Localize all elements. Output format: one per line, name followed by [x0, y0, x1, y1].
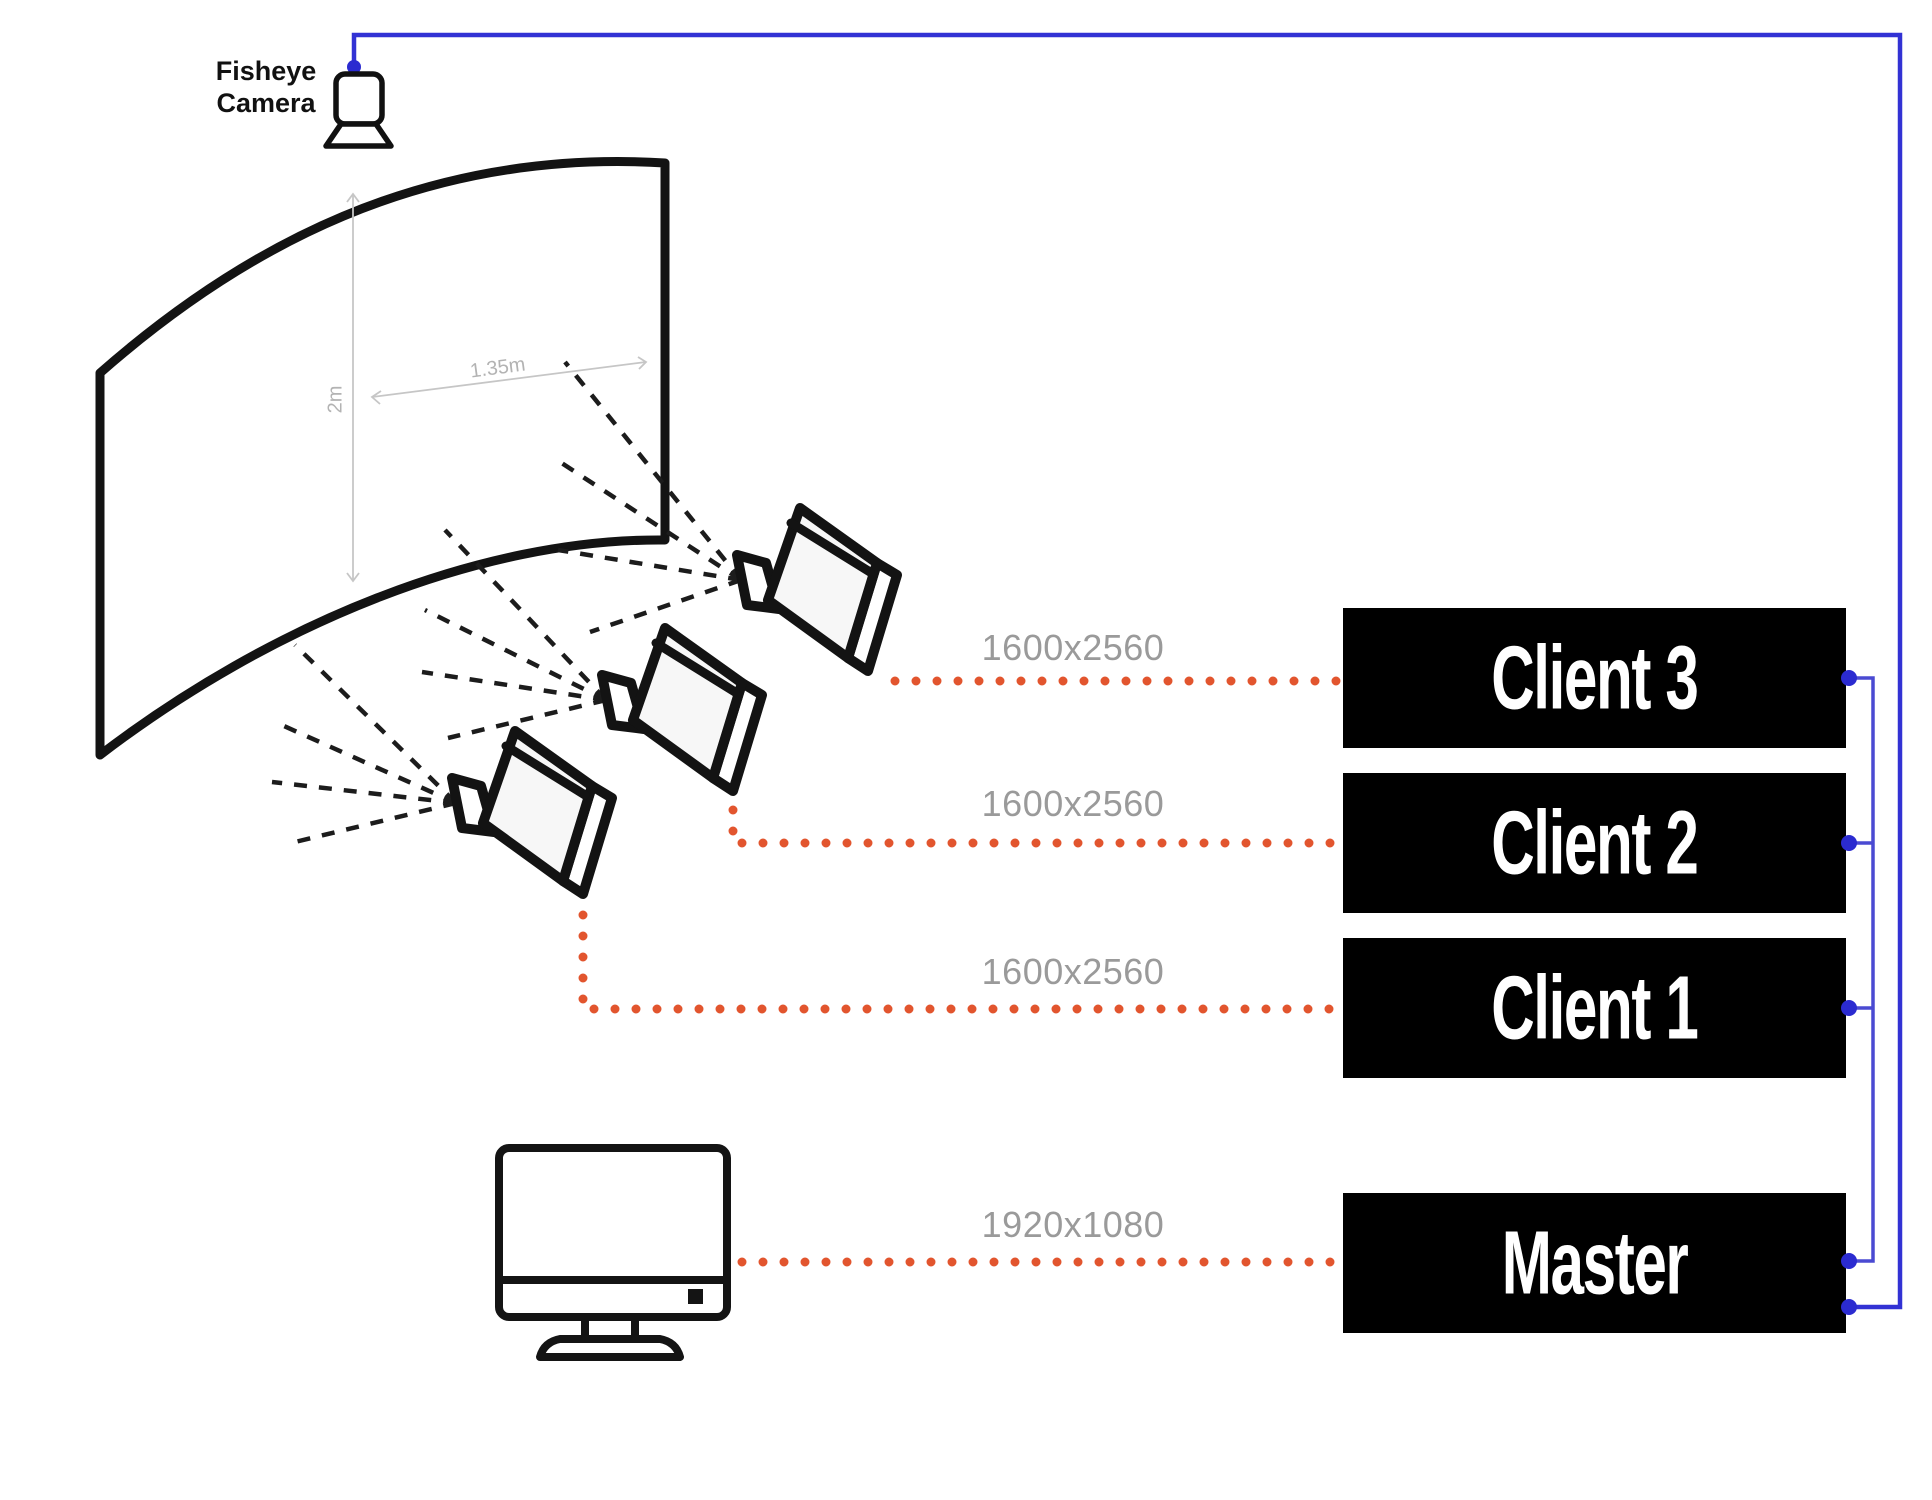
node-client-3: Client 3 [1343, 608, 1846, 748]
projector-icon-client2 [602, 628, 762, 791]
projector-beam-rays [271, 360, 743, 845]
screen-height-dimension-label: 2m [324, 385, 347, 414]
monitor-icon [495, 1144, 731, 1361]
screen-dimension-lines [346, 192, 648, 583]
resolution-label-client2: 1600x2560 [981, 783, 1165, 824]
projector-icon-client1 [452, 731, 612, 894]
curved-screen [95, 157, 670, 760]
fisheye-camera-label: Fisheye Camera [198, 55, 334, 120]
node-client-3-label: Client 3 [1491, 627, 1699, 728]
projector-icon-client3 [737, 508, 897, 671]
resolution-label-client1: 1600x2560 [981, 951, 1165, 992]
node-client-1-label: Client 1 [1491, 957, 1699, 1058]
node-master: Master [1343, 1193, 1846, 1333]
node-client-2: Client 2 [1343, 773, 1846, 913]
node-client-2-label: Client 2 [1491, 792, 1699, 893]
screen-width-dimension-label: 1.35m [468, 353, 527, 383]
fisheye-camera-label-line1: Fisheye [215, 56, 317, 86]
resolution-label-client3: 1600x2560 [981, 627, 1165, 668]
fisheye-camera-icon [323, 71, 394, 149]
fisheye-camera-label-line2: Camera [216, 88, 316, 119]
node-client-1: Client 1 [1343, 938, 1846, 1078]
node-master-label: Master [1501, 1212, 1689, 1313]
resolution-label-master: 1920x1080 [981, 1204, 1165, 1245]
